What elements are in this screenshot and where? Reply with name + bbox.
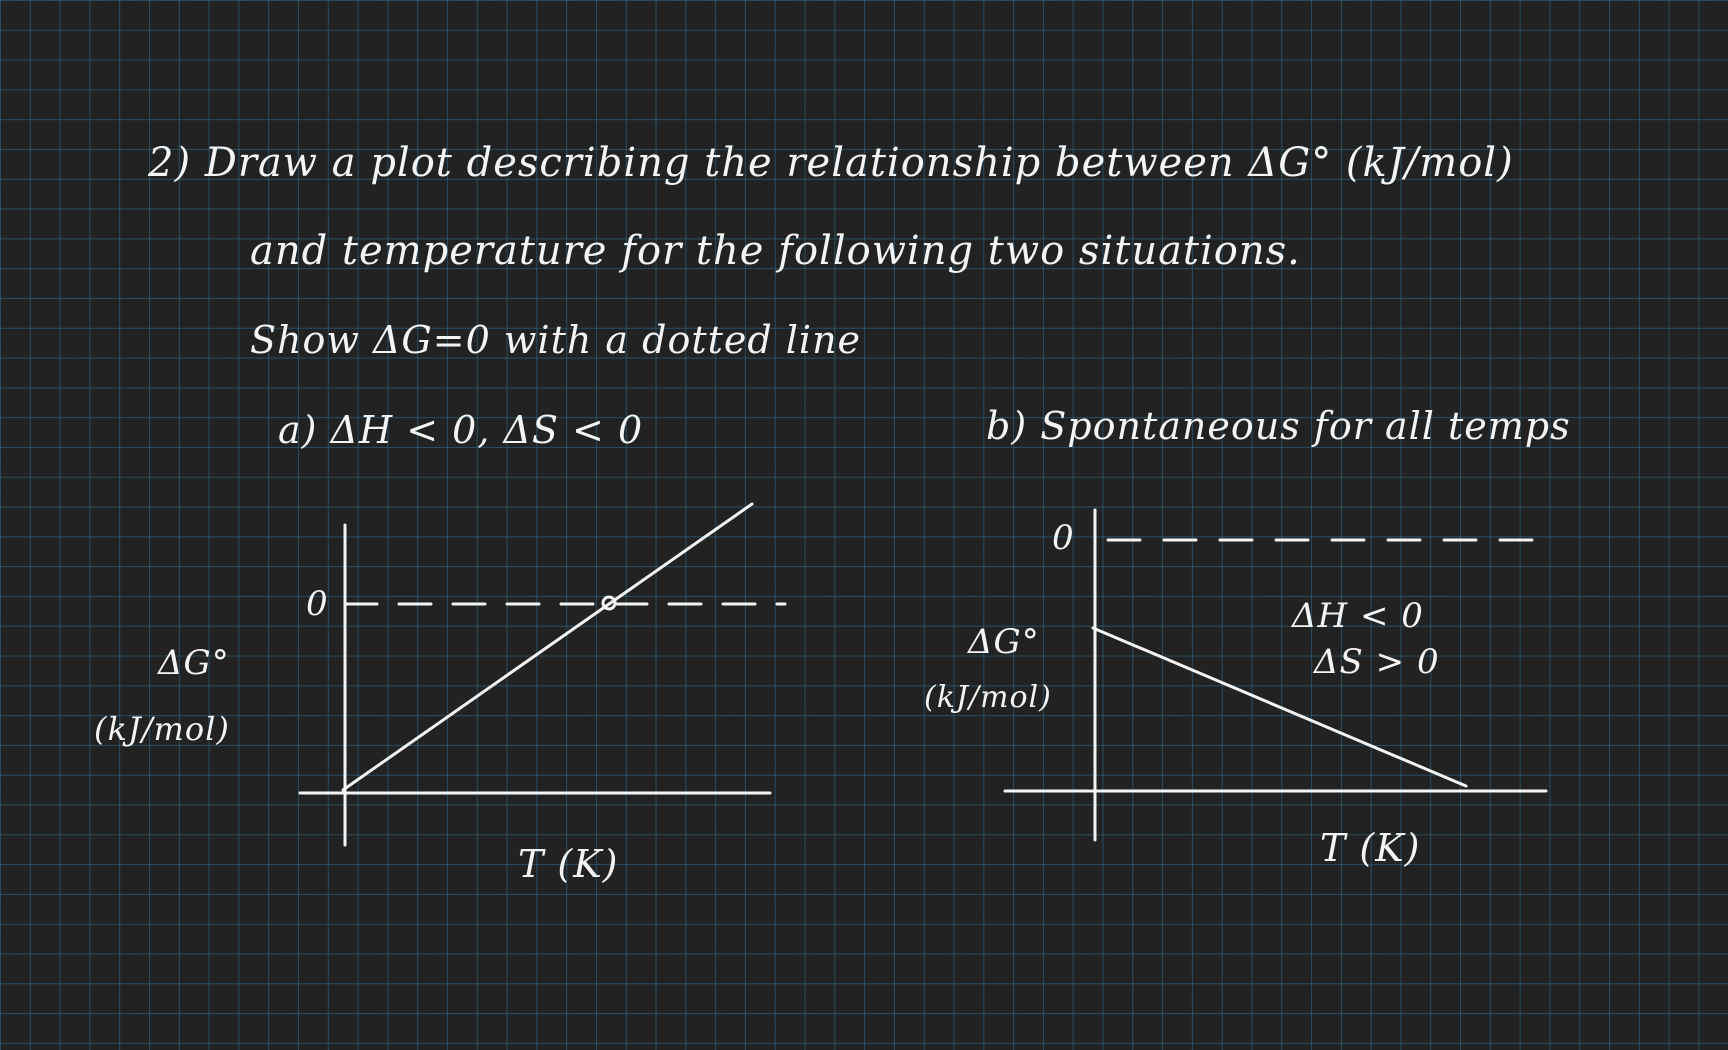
- part-b-dg-line: [1091, 626, 1468, 788]
- part-b-annotation-dh: ΔH < 0: [1292, 596, 1424, 636]
- part-a-dg-line: [341, 502, 754, 792]
- part-a-y-label: ΔG°: [158, 643, 230, 683]
- part-b-y-label: ΔG°: [968, 622, 1040, 662]
- part-b-y-unit: (kJ/mol): [924, 680, 1052, 715]
- part-a-heading: a) ΔH < 0, ΔS < 0: [278, 408, 644, 452]
- part-b-zero-tick: 0: [1052, 518, 1075, 558]
- question-line-2: and temperature for the following two si…: [250, 228, 1301, 274]
- part-a-x-label: T (K): [518, 842, 619, 886]
- part-b-x-label: T (K): [1320, 826, 1421, 870]
- part-b-annotation-ds: ΔS > 0: [1314, 642, 1440, 682]
- question-line-1: 2) Draw a plot describing the relationsh…: [148, 140, 1514, 186]
- part-b-heading: b) Spontaneous for all temps: [986, 404, 1571, 448]
- question-line-3: Show ΔG=0 with a dotted line: [250, 318, 862, 362]
- part-a-intersection-point: [601, 595, 617, 611]
- part-a-y-unit: (kJ/mol): [94, 710, 230, 748]
- part-a-zero-tick: 0: [306, 584, 329, 624]
